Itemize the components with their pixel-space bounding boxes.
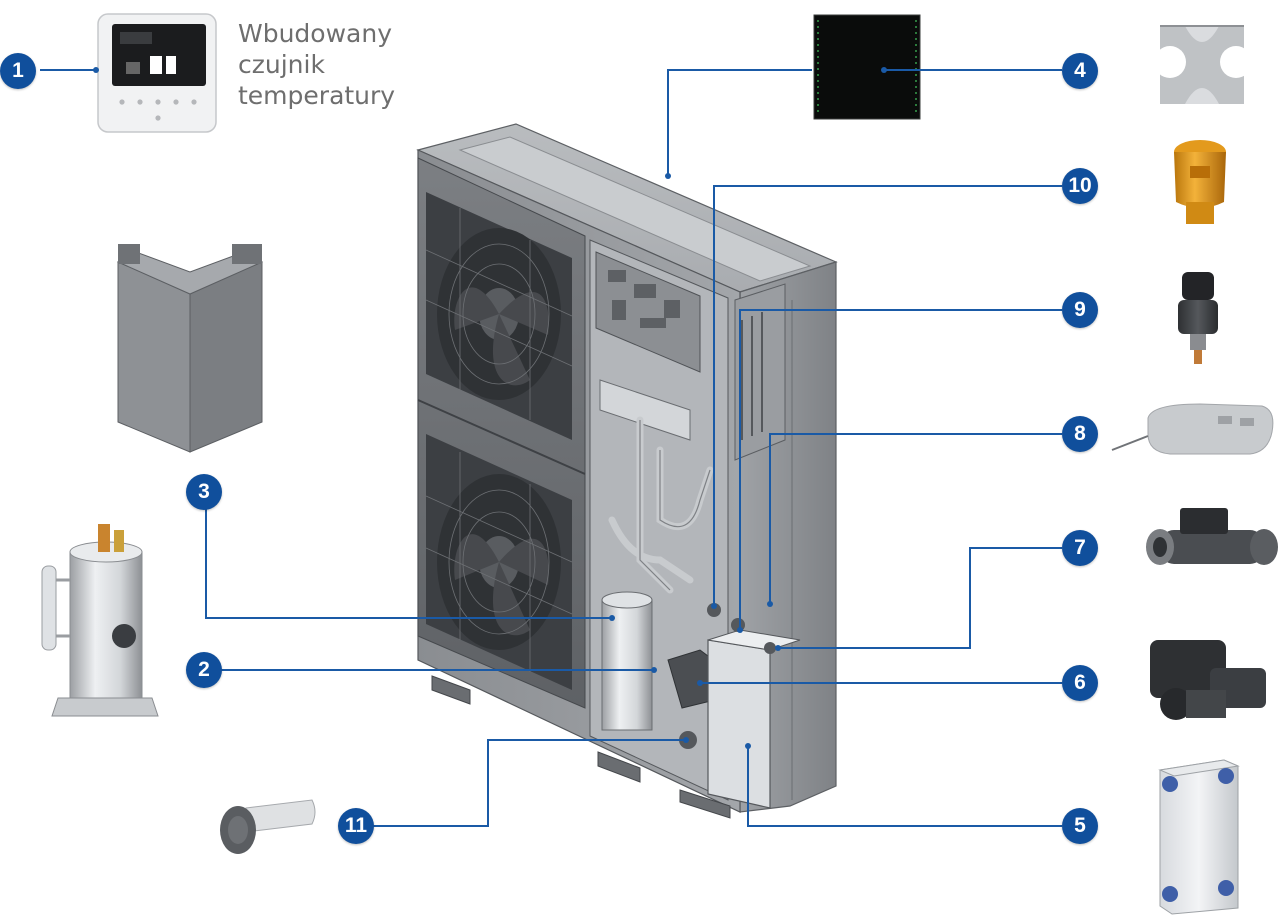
compressor (41, 524, 159, 717)
callout-badge-10: 10 (1062, 168, 1098, 204)
pressure-sensor (1178, 272, 1218, 364)
leader-dots (93, 67, 887, 749)
heat-pump-unit (416, 123, 838, 819)
callout-badge-1: 1 (0, 53, 36, 89)
callout-badge-3: 3 (186, 474, 222, 510)
built-in-temperature-sensor-caption: Wbudowany czujnik temperatury (238, 18, 438, 111)
callout-badge-11: 11 (338, 808, 374, 844)
callout-badge-9: 9 (1062, 292, 1098, 328)
temperature-sensor-housing (1111, 403, 1274, 455)
mounting-bracket (1154, 25, 1252, 104)
upper-fan (425, 192, 573, 440)
flow-sensor (1146, 508, 1278, 565)
electric-heater-panel (813, 14, 921, 120)
callout-badge-6: 6 (1062, 665, 1098, 701)
water-filter (220, 799, 316, 854)
automatic-air-vent (1174, 140, 1226, 224)
caption-line-1: Wbudowany (238, 19, 393, 48)
circulation-pump (1150, 640, 1266, 720)
callout-badge-2: 2 (186, 652, 222, 688)
callout-badge-5: 5 (1062, 808, 1098, 844)
callout-badge-7: 7 (1062, 530, 1098, 566)
caption-line-3: temperatury (238, 81, 396, 110)
wall-controller (97, 13, 217, 133)
compressor-cover (116, 244, 264, 453)
callout-badge-4: 4 (1062, 53, 1098, 89)
caption-line-2: czujnik (238, 50, 325, 79)
callout-badge-8: 8 (1062, 416, 1098, 452)
leader-lines (40, 69, 1062, 827)
plate-heat-exchanger (1158, 759, 1240, 915)
lower-fan (425, 434, 573, 690)
